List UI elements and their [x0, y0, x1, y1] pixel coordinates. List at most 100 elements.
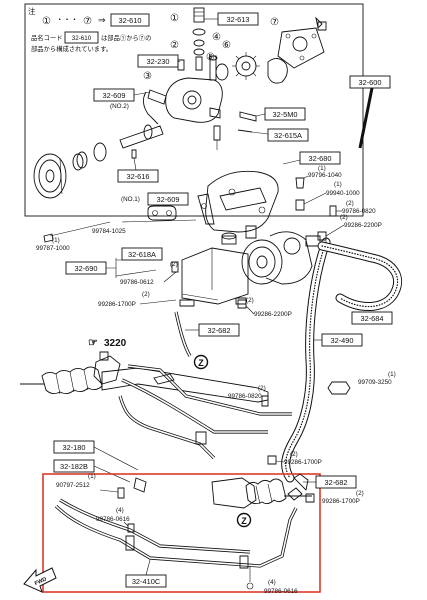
rotor-and-vanes	[215, 52, 288, 84]
label-box-32-616	[117, 169, 159, 183]
svg-text:(1): (1)	[388, 371, 396, 378]
drive-shaft-and-pulley	[33, 124, 164, 199]
svg-text:(2): (2)	[246, 297, 254, 304]
label-box-32-684	[351, 311, 393, 325]
return-hose-32-684	[317, 241, 403, 312]
svg-text:99286-1700P: 99286-1700P	[322, 498, 360, 505]
label-box-32-618a	[121, 247, 163, 261]
label-32-618a: 32-618A	[128, 250, 156, 259]
legend-line2-pre: 品名コード	[31, 33, 62, 42]
steering-gear-3220: ☞ 3220	[20, 337, 292, 460]
pn-99786-0616-lower: (4) 99786-0616	[264, 579, 298, 595]
highlight-frame	[42, 473, 321, 593]
svg-text:99786-0616: 99786-0616	[264, 588, 298, 595]
pn-99786-0820-lower: (2) 99786-0820	[228, 385, 269, 407]
label-32-680: 32-680	[308, 154, 331, 163]
legend-callout-7: ⑦	[83, 16, 92, 27]
label-32-182b: 32-182B	[60, 462, 88, 471]
legend-code-box	[110, 13, 150, 27]
svg-text:(2): (2)	[340, 214, 348, 221]
svg-text:(2): (2)	[170, 261, 178, 268]
gear-arrow-mark: ☞	[88, 337, 98, 349]
part-numbers: (1) 99796-1040 (1) 99940-1000 (2) 99786-…	[36, 165, 396, 595]
marker-z-upper: Z	[193, 354, 209, 370]
label-32-682-lower: 32-682	[324, 478, 347, 487]
callout-4: ④	[212, 32, 221, 43]
callout-2: ②	[170, 40, 179, 51]
fwd-arrow-icon: FWD	[23, 567, 57, 593]
svg-text:(4): (4)	[116, 507, 124, 514]
pressure-fitting-parts	[177, 7, 218, 81]
legend-line2-box	[64, 31, 99, 44]
rear-cover	[277, 21, 327, 69]
label-32-613: 32-613	[226, 15, 249, 24]
label-box-32-600	[349, 75, 391, 89]
pn-99786-0616-upper: (4) 99786-0616	[96, 507, 130, 527]
svg-text:(1): (1)	[318, 165, 326, 172]
suction-hose-32-490	[281, 237, 331, 483]
svg-text:(1): (1)	[334, 181, 342, 188]
pn-99286-1700P-lower: (2) 99286-1700P	[267, 451, 322, 466]
pn-99784-1025: 99784-1025	[92, 228, 126, 235]
svg-text:Z: Z	[241, 516, 247, 526]
pump-exploded-inset: 注 ① ・・・ ⑦ ⇒ 32-610 品名コード 32-610 は部品①から⑦の…	[24, 3, 364, 217]
svg-text:(2): (2)	[346, 200, 354, 207]
pn-99286-2200P-upper: (2) 99286-2200P	[317, 214, 382, 241]
callout-6: ⑥	[222, 40, 231, 51]
label-32-609-no2: 32-609	[102, 91, 125, 100]
label-32-684: 32-684	[360, 314, 383, 323]
bolt-99786-0616-a	[127, 523, 135, 533]
svg-text:99787-1000: 99787-1000	[36, 245, 70, 252]
callout-7: ⑦	[270, 17, 279, 28]
legend-corner-note: 注	[28, 7, 36, 16]
callout-5: ⑤	[206, 52, 215, 63]
label-32-230: 32-230	[146, 57, 169, 66]
svg-text:(2): (2)	[356, 490, 364, 497]
svg-text:99286-2200P: 99286-2200P	[344, 222, 382, 229]
svg-text:99786-0820: 99786-0820	[342, 208, 376, 215]
pump-bracket	[197, 159, 301, 233]
label-3220: 3220	[104, 338, 127, 349]
legend-line3: 部品から構成されています。	[31, 44, 112, 53]
legend-callout-1: ①	[42, 16, 51, 27]
label-32-410c: 32-410C	[132, 577, 161, 586]
bolt-head-99787	[43, 233, 54, 243]
bolt-99784-1025	[121, 219, 197, 223]
svg-text:(2): (2)	[142, 291, 150, 298]
marker-z-lower: Z	[236, 512, 252, 528]
label-box-32-609-no1	[147, 192, 189, 206]
pn-99286-1700P-right: (2) 99286-1700P	[305, 490, 364, 505]
legend-arrow: ⇒	[98, 15, 106, 25]
label-32-609-no1: 32-609	[156, 195, 179, 204]
legend-dots: ・・・	[56, 15, 78, 24]
label-no1: (NO.1)	[121, 196, 140, 203]
pn-99796-1040: (1) 99796-1040	[295, 165, 342, 189]
pn-99286-1700P-mid: (2) 99286-1700P	[98, 291, 177, 308]
svg-text:99786-0820: 99786-0820	[228, 393, 262, 400]
bracket-32-690	[106, 258, 157, 278]
callout-3: ③	[143, 71, 152, 82]
svg-text:(2): (2)	[258, 385, 266, 392]
oil-reservoir	[179, 232, 249, 307]
pn-99286-2200P-mid: (2) 99286-2200P	[237, 297, 292, 318]
svg-text:(2): (2)	[290, 451, 298, 458]
svg-text:99784-1025: 99784-1025	[92, 228, 126, 235]
label-32-180: 32-180	[62, 443, 85, 452]
bolt-90797-2512	[117, 487, 125, 499]
label-32-690: 32-690	[74, 264, 97, 273]
inset-bolts	[131, 16, 323, 171]
svg-text:(1): (1)	[52, 237, 60, 244]
svg-text:90797-2512: 90797-2512	[56, 482, 90, 489]
pump-assembly	[241, 225, 321, 285]
label-no2: (NO.2)	[110, 103, 129, 110]
pn-99940-1000: (1) 99940-1000	[295, 181, 360, 211]
label-32-5m0: 32-5M0	[272, 110, 297, 119]
svg-text:99940-1000: 99940-1000	[326, 190, 360, 197]
svg-text:99786-0612: 99786-0612	[120, 279, 154, 286]
label-32-490: 32-490	[330, 336, 353, 345]
label-32-616: 32-616	[126, 172, 149, 181]
callout-1: ①	[170, 13, 179, 24]
svg-text:99286-2200P: 99286-2200P	[254, 311, 292, 318]
svg-text:Z: Z	[198, 358, 204, 368]
